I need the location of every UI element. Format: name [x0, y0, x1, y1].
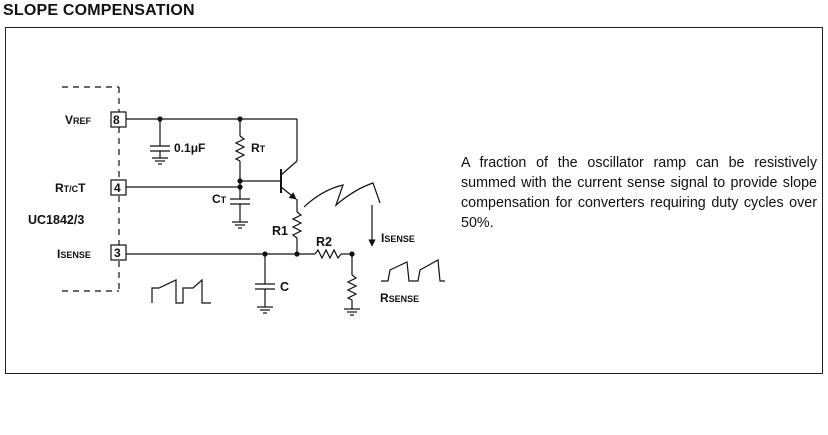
ct-label: CT [212, 192, 227, 206]
r1-label: R1 [272, 224, 288, 238]
chip-name: UC1842/3 [28, 213, 84, 227]
rsense-resistor [346, 274, 358, 301]
cap-01uf-label: 0.1μF [174, 141, 205, 155]
rt-label: RT [251, 141, 266, 155]
r2-label: R2 [316, 235, 332, 249]
ramp-waveform [303, 182, 381, 208]
square-waveform [151, 278, 211, 304]
pin-3-number: 3 [114, 246, 121, 260]
rt-ct-label: RT/CT [55, 181, 86, 195]
c-label: C [280, 280, 289, 294]
figure-frame [5, 27, 823, 374]
isense-waveform [381, 259, 445, 282]
pin-4-number: 4 [114, 181, 121, 195]
vref-label: VREF [65, 113, 92, 127]
description-text: A fraction of the oscillator ramp can be… [461, 155, 817, 231]
pin-8-number: 8 [113, 113, 120, 127]
rsense-label: RSENSE [380, 291, 419, 305]
section-title: SLOPE COMPENSATION [3, 2, 195, 19]
pin-3-box [110, 244, 127, 261]
isense-label: ISENSE [381, 231, 415, 245]
isense-pin-label: ISENSE [57, 247, 91, 261]
rt-resistor [234, 135, 246, 162]
r2-resistor [314, 248, 342, 260]
r1-resistor [291, 211, 303, 239]
